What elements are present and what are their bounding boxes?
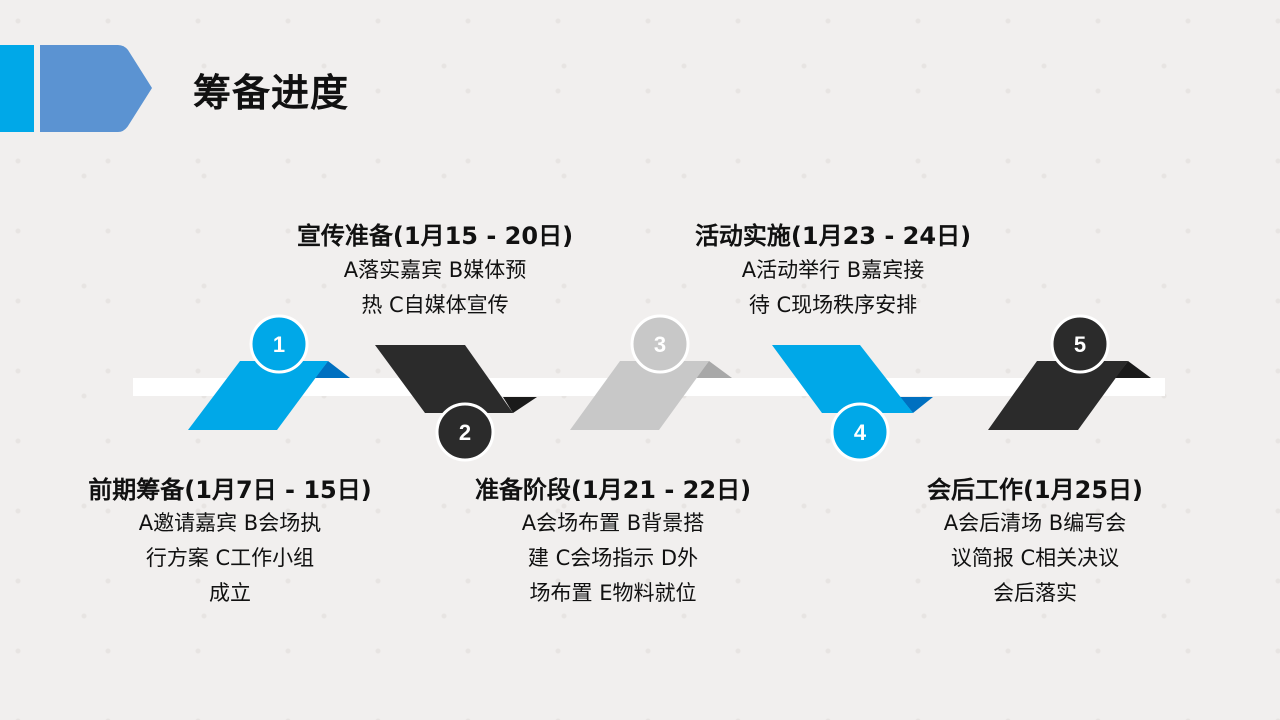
step4-circle — [830, 402, 890, 462]
step5-heading: 会后工作(1月25日) — [926, 476, 1144, 504]
step3-number: 3 — [654, 332, 666, 357]
step3-flap — [696, 361, 732, 378]
step4-heading: 活动实施(1月23 - 24日) — [694, 222, 972, 250]
step3-line: A落实嘉宾 B媒体预 — [343, 258, 527, 282]
step2-line: 场布置 E物料就位 — [529, 581, 697, 605]
step4-description: A活动举行 B嘉宾接 待 C现场秩序安排 — [693, 253, 973, 323]
step4-line: A活动举行 B嘉宾接 — [741, 258, 925, 282]
step2-line: A会场布置 B背景搭 — [521, 511, 705, 535]
step1-line: A邀请嘉宾 B会场执 — [138, 511, 322, 535]
step4-number: 4 — [854, 420, 867, 445]
step1-description: A邀请嘉宾 B会场执 行方案 C工作小组 成立 — [90, 506, 370, 611]
step3-line: 热 C自媒体宣传 — [361, 293, 509, 317]
step5-line: A会后清场 B编写会 — [943, 511, 1127, 535]
step5-number: 5 — [1074, 332, 1086, 357]
step3-shape — [570, 361, 709, 430]
step4-flap — [900, 397, 933, 413]
step5-description: A会后清场 B编写会 议简报 C相关决议 会后落实 — [895, 506, 1175, 611]
header-accent-bar — [0, 45, 34, 132]
step2-line: 建 C会场指示 D外 — [527, 546, 699, 570]
step3-heading: 宣传准备(1月15 - 20日) — [296, 222, 574, 250]
step2-number: 2 — [459, 420, 471, 445]
step1-line: 成立 — [209, 581, 251, 605]
step2-description: A会场布置 B背景搭 建 C会场指示 D外 场布置 E物料就位 — [473, 506, 753, 611]
step3-circle — [630, 314, 690, 374]
step4-shape — [772, 345, 913, 413]
step1-circle — [249, 314, 309, 374]
step2-circle — [435, 402, 495, 462]
header-arrow-tab — [40, 45, 152, 132]
step1-shape — [188, 361, 328, 430]
step5-line: 议简报 C相关决议 — [950, 546, 1120, 570]
step1-heading: 前期筹备(1月7日 - 15日) — [88, 476, 372, 504]
step3-description: A落实嘉宾 B媒体预 热 C自媒体宣传 — [295, 253, 575, 323]
step4-line: 待 C现场秩序安排 — [748, 293, 918, 317]
step5-shape — [988, 361, 1128, 430]
page-title: 筹备进度 — [193, 71, 350, 115]
step2-shape — [375, 345, 513, 413]
step1-flap — [315, 361, 350, 378]
step2-heading: 准备阶段(1月21 - 22日) — [474, 476, 752, 504]
step1-line: 行方案 C工作小组 — [145, 546, 315, 570]
step5-circle — [1050, 314, 1110, 374]
step2-flap — [503, 397, 537, 413]
step5-flap — [1115, 361, 1151, 378]
step5-line: 会后落实 — [993, 581, 1077, 605]
step1-number: 1 — [273, 332, 285, 357]
